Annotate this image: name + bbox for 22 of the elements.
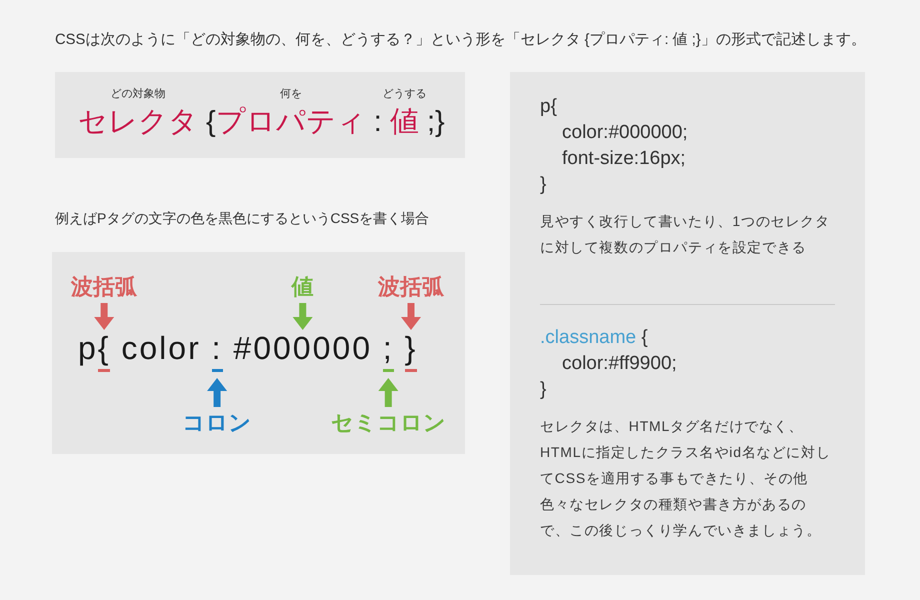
paragraph-text: 見やすく改行して書いたり、1つのセレクタに対して複数のプロパティを設定できる <box>540 212 831 257</box>
explanation-panel <box>510 72 865 575</box>
paragraph-text: セレクタは、HTMLタグ名だけでなく、HTMLに指定したクラス名やid名などに対してCSSを適用する事もできたり、その他色々なセレクタの種類や書き方があるので、この後じっくり学んでいきましょう。 <box>540 417 832 540</box>
callout-label: 値 <box>292 274 314 300</box>
syntax-formula: セレクタ {プロパティ : 値 ;} <box>78 105 445 140</box>
arrow <box>207 378 228 407</box>
callout-label: 波括弧 <box>71 274 138 300</box>
annotation-text: 何を <box>280 87 302 101</box>
code-line: p{ color : #000000 ; } <box>78 330 418 378</box>
annotation-text: どの対象物 <box>110 87 166 101</box>
arrow <box>292 303 313 330</box>
css-code-text: p{ color:#000000; font-size:16px; } <box>540 95 689 197</box>
arrow <box>401 303 421 330</box>
callout-label: 波括弧 <box>378 274 444 300</box>
arrow <box>94 303 114 330</box>
arrow <box>378 378 398 407</box>
title-text: CSSは次のように「どの対象物の、何を、どうする？」という形を「セレクタ {プロパティ: 値 ;}」の形式で記述します。 <box>55 30 866 50</box>
css-code-text: .classname { color:#ff9900; } <box>540 326 678 402</box>
heading-text: 例えばPタグの文字の色を黒色にするというCSSを書く場合 <box>55 209 430 228</box>
callout-label: コロン <box>182 410 252 436</box>
callout-label: セミコロン <box>330 410 446 436</box>
annotation-text: どうする <box>382 87 426 101</box>
